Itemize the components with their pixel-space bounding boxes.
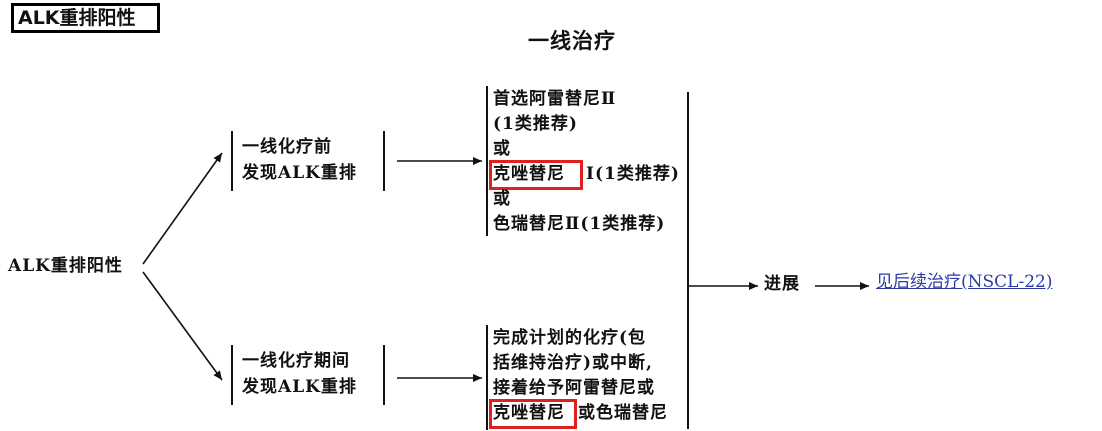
top-branch-left-bracket — [231, 131, 233, 191]
top-treatment-line6: 色瑞替尼Ⅱ(1类推荐) — [493, 214, 666, 234]
bottom-branch-line1: 一线化疗期间 — [242, 351, 350, 371]
bottom-treatment-left-bracket — [486, 325, 488, 430]
bottom-branch-left-bracket — [231, 345, 233, 405]
bottom-treatment-line4-rest: 或色瑞替尼 — [578, 403, 668, 423]
top-treatment-line1: 首选阿雷替尼Ⅱ — [493, 89, 617, 109]
highlight-box-bottom — [489, 399, 577, 429]
bottom-treatment-line1: 完成计划的化疗(包 — [493, 328, 647, 348]
treatment-right-divider — [687, 92, 689, 429]
bottom-branch-line2: 发现ALK重排 — [242, 377, 357, 397]
bottom-treatment-line3: 接着给予阿雷替尼或 — [493, 378, 655, 398]
progress-label: 进展 — [764, 274, 800, 294]
top-treatment-line4-rest: Ⅰ(1类推荐) — [586, 164, 680, 184]
section-tag: ALK重排阳性 — [11, 3, 160, 33]
bottom-treatment-highlight-drug: 克唑替尼 — [493, 403, 565, 423]
top-branch-line1: 一线化疗前 — [242, 137, 332, 157]
top-branch-right-bracket — [383, 131, 385, 191]
top-treatment-line2: (1类推荐) — [493, 114, 578, 134]
top-treatment-left-bracket — [486, 86, 488, 236]
bottom-branch-right-bracket — [383, 345, 385, 405]
highlight-box-top — [489, 160, 583, 190]
diagram-title: 一线治疗 — [528, 29, 616, 53]
top-branch-line2: 发现ALK重排 — [242, 163, 357, 183]
top-treatment-line3: 或 — [493, 139, 511, 159]
arrow-root-to-bottom — [142, 271, 223, 381]
top-treatment-line5: 或 — [493, 189, 511, 209]
arrow-root-to-top — [142, 152, 223, 265]
root-node: ALK重排阳性 — [8, 256, 123, 276]
next-treatment-link[interactable]: 见后续治疗(NSCL-22) — [876, 272, 1053, 292]
top-treatment-highlight-drug: 克唑替尼 — [493, 164, 565, 184]
bottom-treatment-line2: 括维持治疗)或中断, — [493, 353, 653, 373]
